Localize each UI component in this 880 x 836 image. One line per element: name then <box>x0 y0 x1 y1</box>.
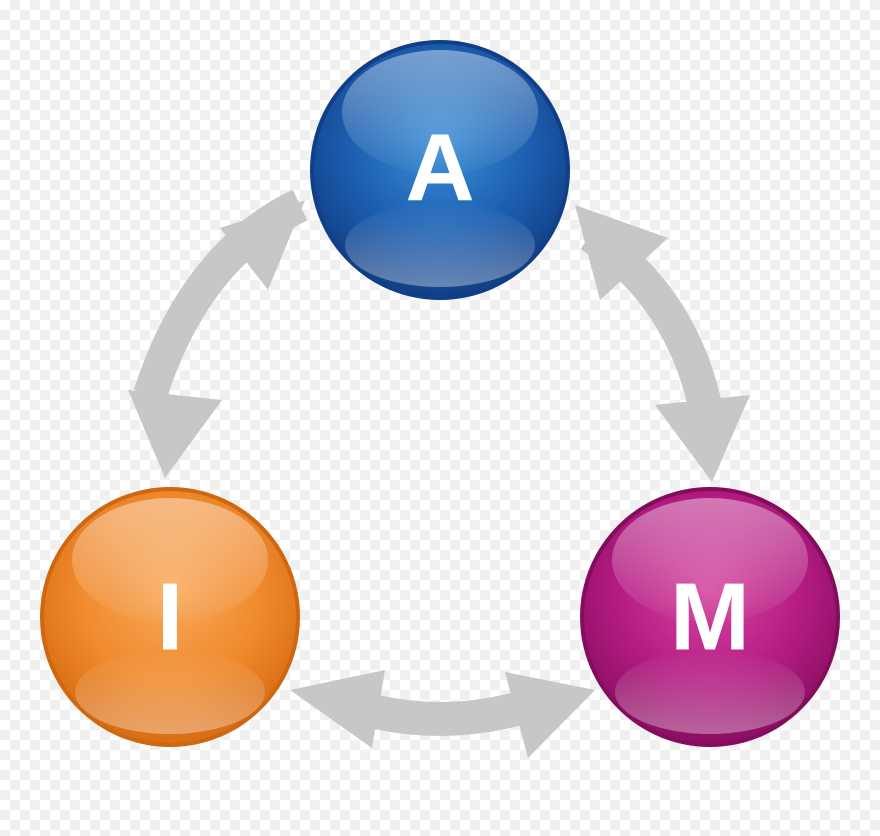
node-m-label: M <box>670 564 750 671</box>
node-a-label: A <box>405 115 474 222</box>
arrow-a-i <box>128 189 308 478</box>
node-a: A <box>310 40 570 300</box>
node-i: I <box>40 487 300 747</box>
node-m: M <box>580 487 840 747</box>
arrow-a-m <box>575 205 750 482</box>
node-i-label: I <box>157 564 184 671</box>
arrow-i-m <box>290 670 595 758</box>
